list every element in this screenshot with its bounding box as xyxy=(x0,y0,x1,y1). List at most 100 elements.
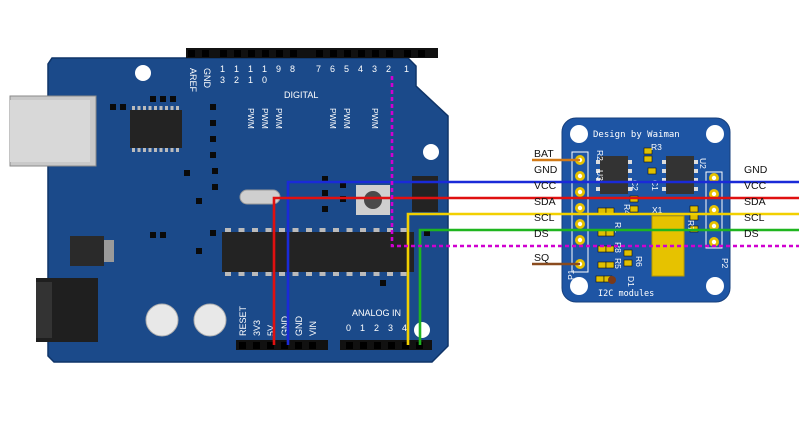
chip-pin xyxy=(132,148,135,152)
module-smd-part xyxy=(643,147,653,155)
module-hole xyxy=(570,277,588,295)
module-smd-part xyxy=(623,259,633,267)
pwm-label: PWM xyxy=(342,108,352,129)
chip-pin xyxy=(346,228,353,232)
chip-pin xyxy=(148,148,152,152)
digital-pin-label: 5 xyxy=(344,64,349,74)
chip-pin xyxy=(165,148,168,152)
chip-pin xyxy=(694,187,698,191)
header-pad-hole xyxy=(711,239,717,245)
digital-pin-hole xyxy=(358,50,365,57)
ref-r3: R3 xyxy=(651,142,662,152)
analog-pin-hole xyxy=(360,342,367,349)
module-smd-part xyxy=(643,155,653,163)
voltage-regulator xyxy=(70,236,114,266)
digital-pin-hole xyxy=(316,50,323,57)
led-d1 xyxy=(608,276,616,284)
analog-pin-label: 4 xyxy=(402,323,407,333)
rtc-chip xyxy=(666,156,694,194)
digital-pin-hole xyxy=(188,50,195,57)
analog-pin-label: 2 xyxy=(374,323,379,333)
ref-r2: R2 xyxy=(595,150,605,161)
chip-pin xyxy=(292,228,299,232)
analog-pin-label: 5 xyxy=(416,323,421,333)
chip-pin xyxy=(143,148,146,152)
chip-pin xyxy=(596,187,600,191)
power-pin-label: GND xyxy=(280,316,290,337)
chip-pin xyxy=(628,160,632,164)
smd-part xyxy=(424,230,430,236)
module-footer: I2C modules xyxy=(598,289,654,299)
chip-pin xyxy=(306,228,312,232)
digital-pin-hole xyxy=(404,50,411,57)
digital-pin-hole xyxy=(330,50,337,57)
rtc-module: Design by Waiman I2C modules R2 U3 R3 C2… xyxy=(561,117,731,303)
digital-pin-hole xyxy=(262,50,269,57)
module-smd-part xyxy=(689,205,699,213)
digital-label: DIGITAL xyxy=(284,90,318,100)
chip-pin xyxy=(225,228,231,232)
analog-pin-hole xyxy=(388,342,395,349)
ref-r1: R1 xyxy=(613,222,623,233)
module-smd-part xyxy=(597,261,607,269)
power-pin-label: GND xyxy=(294,316,304,337)
chip-pin xyxy=(346,272,353,276)
module-title: Design by Waiman xyxy=(593,130,680,140)
chip-pin xyxy=(333,272,339,276)
ref-u2: U2 xyxy=(698,158,708,169)
smd-part xyxy=(322,206,328,212)
analog-pin-label: 3 xyxy=(388,323,393,333)
chip-pin xyxy=(292,272,299,276)
wires xyxy=(272,76,799,345)
chip-pin xyxy=(306,272,312,276)
header-pad-hole xyxy=(577,189,583,195)
smd-part xyxy=(340,182,346,188)
wire-ds xyxy=(390,76,799,248)
module-hole xyxy=(706,125,724,143)
digital-pin-label: 6 xyxy=(330,64,335,74)
smd-part xyxy=(210,136,216,142)
module-hole xyxy=(706,277,724,295)
power-pin-hole xyxy=(267,342,274,349)
power-pin-hole xyxy=(295,342,302,349)
ref-r5: R5 xyxy=(613,258,623,269)
module-right-pin-label: SCL xyxy=(744,212,765,224)
module-left-pin-label: SCL xyxy=(534,212,555,224)
module-left-pin-label: GND xyxy=(534,164,558,176)
chip-pin xyxy=(400,272,407,276)
smd-part xyxy=(120,104,126,110)
module-smd-part xyxy=(629,205,639,213)
module-left-pin-label: VCC xyxy=(534,180,557,192)
chip-pin xyxy=(662,169,666,173)
chip-pin xyxy=(628,178,632,182)
smd-part xyxy=(210,104,216,110)
smd-part xyxy=(212,168,218,174)
header-pad-hole xyxy=(711,223,717,229)
header-pad-hole xyxy=(577,205,583,211)
mounting-hole xyxy=(135,65,151,81)
ref-x1: X1 xyxy=(652,205,663,215)
chip-pin xyxy=(176,148,179,152)
chip-pin xyxy=(694,160,698,164)
chip-pin xyxy=(596,169,600,173)
chip-pin xyxy=(662,178,666,182)
digital-pin-label: 2 xyxy=(386,64,391,74)
smd-part xyxy=(322,176,328,182)
power-pin-label: RESET xyxy=(238,305,248,336)
header-p2 xyxy=(705,171,723,249)
digital-pin-label: 9 xyxy=(276,64,281,74)
mounting-hole xyxy=(414,322,430,338)
ref-u3: U3 xyxy=(595,170,605,181)
ref-r6: R6 xyxy=(634,256,644,267)
analog-label: ANALOG IN xyxy=(352,308,401,318)
chip-pin xyxy=(148,106,152,110)
chip-pin xyxy=(252,272,258,276)
header-pad-hole xyxy=(711,175,717,181)
smd-part xyxy=(160,96,166,102)
power-pin-hole xyxy=(309,342,316,349)
wire-vcc xyxy=(272,196,799,345)
